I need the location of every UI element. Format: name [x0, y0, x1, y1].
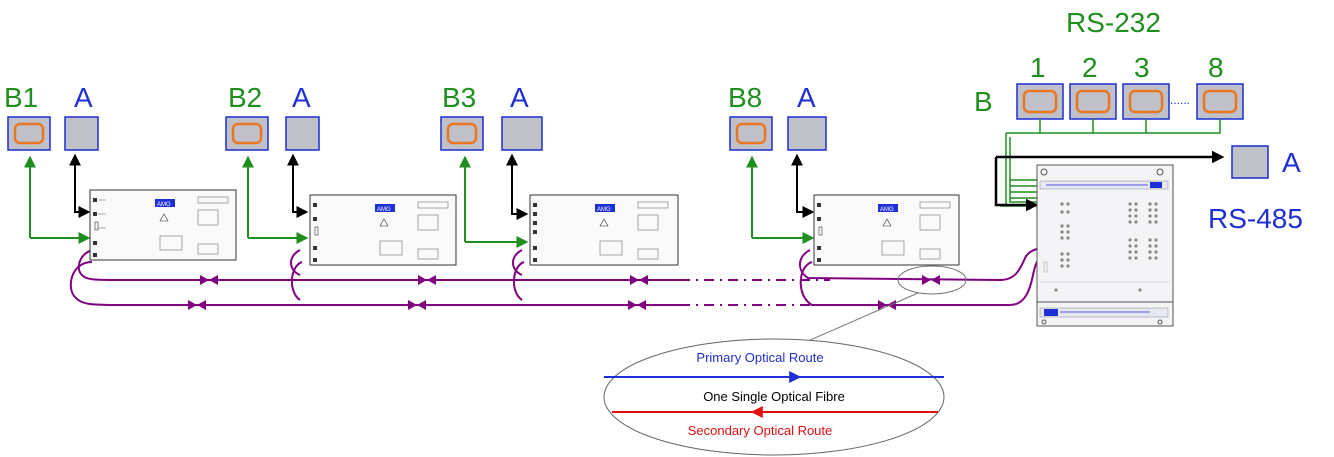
rs485-a-label: A — [1282, 147, 1301, 178]
unit-4: B8 A AMG — [728, 82, 960, 266]
unit-2: B2 A AMG — [225, 82, 457, 266]
fibre-connector-icon — [200, 275, 218, 285]
fibre-connectors — [188, 275, 940, 310]
b-label: B8 — [728, 82, 762, 113]
rs232-title: RS-232 — [1066, 7, 1161, 38]
rs232-b-label: B — [974, 86, 993, 117]
ports-ellipsis: ...... — [1170, 93, 1190, 107]
fibre-connector-icon — [922, 275, 940, 285]
fibre-loops — [69, 247, 1041, 306]
fibre-connector-icon — [630, 275, 648, 285]
b-label: B1 — [4, 82, 38, 113]
head-end-unit — [1036, 164, 1174, 327]
interface-unit: AMG — [529, 194, 679, 266]
single-fibre-label: One Single Optical Fibre — [703, 389, 845, 404]
primary-route-label: Primary Optical Route — [696, 350, 823, 365]
terminal-box-icon — [64, 116, 99, 151]
fibre-connector-icon — [408, 300, 426, 310]
terminal-box-icon — [285, 116, 320, 151]
interface-unit: AMG — [89, 189, 237, 261]
interface-unit: AMG — [309, 194, 457, 266]
secondary-route-label: Secondary Optical Route — [688, 423, 833, 438]
a-label: A — [74, 82, 93, 113]
unit-1: B1 A AMG — [4, 82, 237, 261]
rs232-group: RS-232 B 1 2 3 8 ...... — [974, 7, 1244, 207]
a-label: A — [797, 82, 816, 113]
port-number: 3 — [1134, 52, 1150, 83]
interface-unit: AMG — [813, 194, 960, 266]
a-label: A — [292, 82, 311, 113]
brand-logo: AMG — [597, 207, 611, 213]
port-number: 1 — [1030, 52, 1046, 83]
brand-logo: AMG — [880, 207, 894, 213]
b-label: B2 — [228, 82, 262, 113]
fibre-connector-icon — [188, 300, 206, 310]
rs485-title: RS-485 — [1208, 203, 1303, 234]
fibre-connector-icon — [878, 300, 896, 310]
brand-logo: AMG — [377, 207, 391, 213]
terminal-box-icon — [501, 116, 543, 151]
rs485-group: A RS-485 — [994, 145, 1303, 234]
fibre-connector-icon — [418, 275, 436, 285]
terminal-box-icon — [787, 116, 827, 151]
b-label: B3 — [442, 82, 476, 113]
port-number: 2 — [1082, 52, 1098, 83]
unit-3: B3 A AMG — [440, 82, 679, 266]
optical-route-callout: Primary Optical Route One Single Optical… — [603, 338, 945, 456]
brand-logo: AMG — [157, 202, 171, 208]
zoom-ellipse — [897, 265, 967, 295]
port-number: 8 — [1208, 52, 1224, 83]
a-label: A — [510, 82, 529, 113]
fibre-connector-icon — [628, 300, 646, 310]
terminal-box-icon — [1231, 145, 1269, 179]
